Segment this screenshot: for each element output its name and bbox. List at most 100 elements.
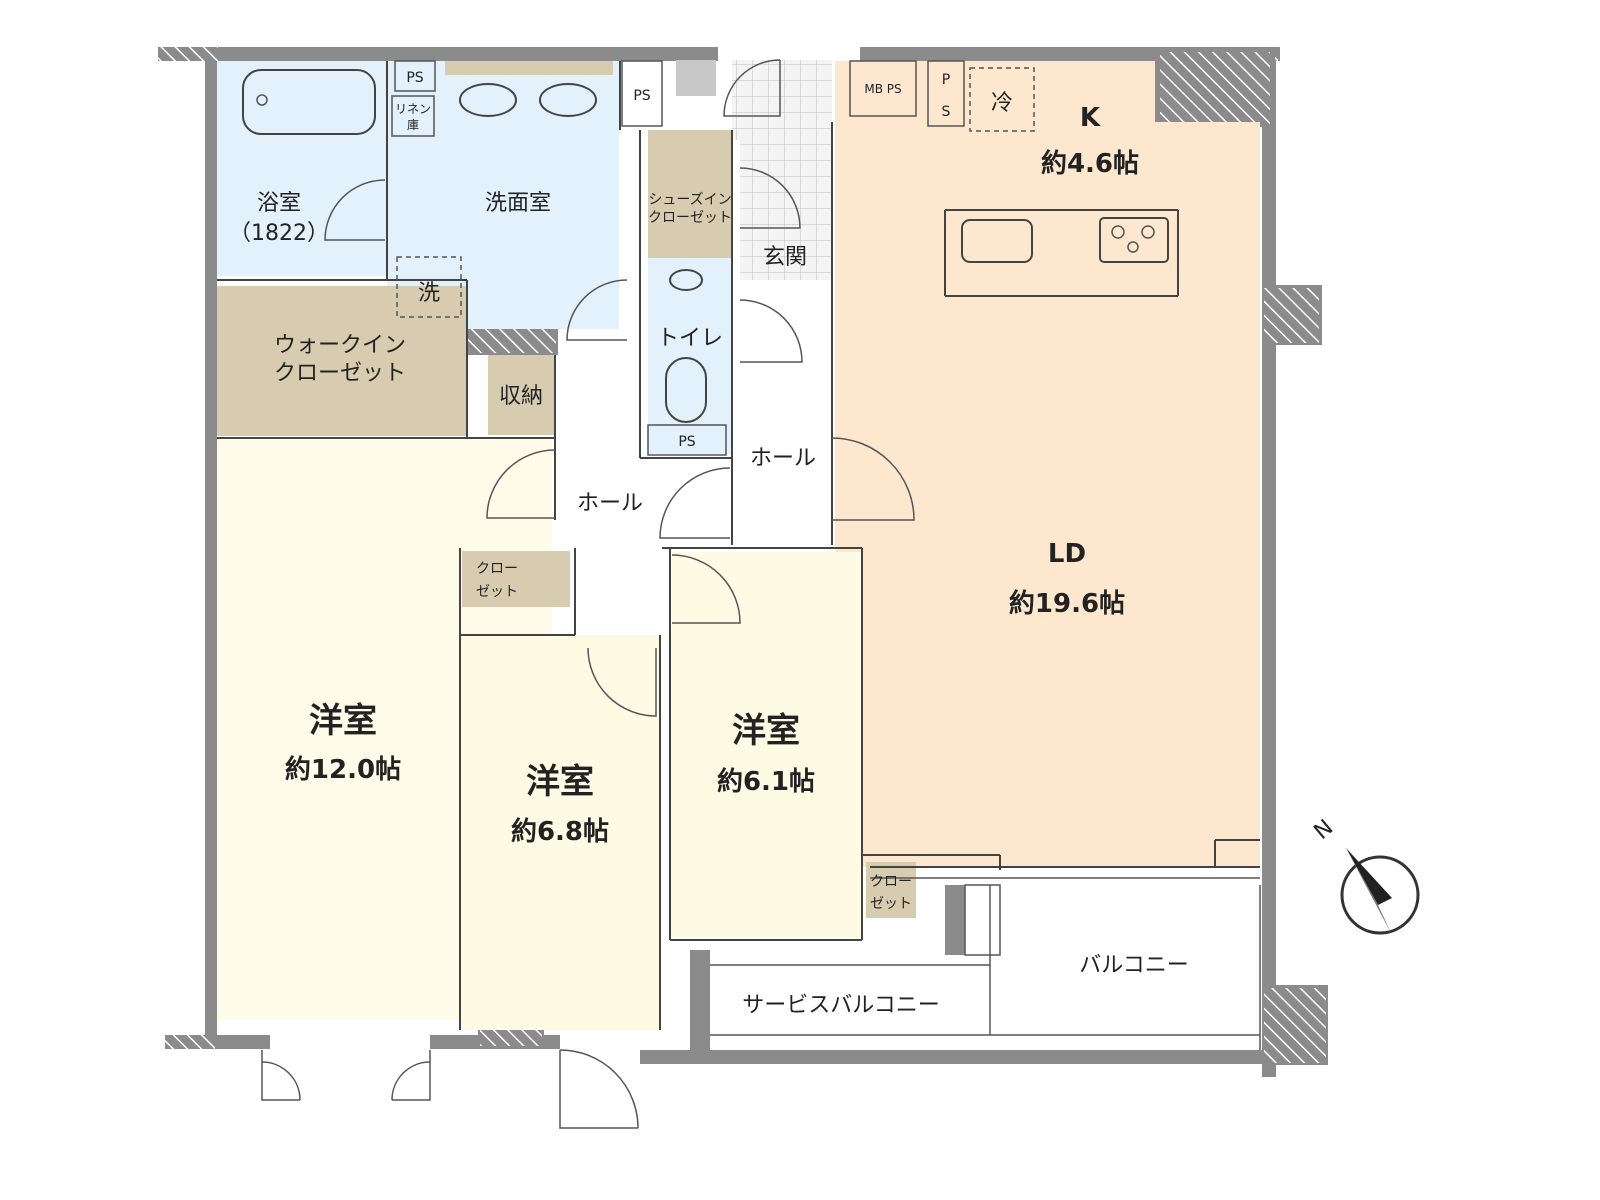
storage-label: 収納 xyxy=(499,384,543,409)
service-balcony-label: サービスバルコニー xyxy=(742,993,940,1018)
fridge-space xyxy=(969,67,1035,132)
ps-bath-label: PS xyxy=(406,70,423,86)
ld-area-label: 約19.6帖 xyxy=(1009,588,1125,619)
western-3-label: 洋室 xyxy=(732,711,800,751)
column-right-lower-hatch xyxy=(1264,988,1326,1063)
balcony-label: バルコニー xyxy=(1079,953,1189,978)
compass-ring xyxy=(1340,855,1420,935)
window-door-2-arc xyxy=(391,1061,431,1101)
washer-space xyxy=(396,256,462,318)
ld-area xyxy=(835,122,1260,867)
kitchen-stove xyxy=(1099,217,1169,263)
wic-label-1: ウォークイン xyxy=(274,333,406,358)
wall-top-left xyxy=(158,47,718,61)
wic-area xyxy=(217,286,467,436)
western-2-label: 洋室 xyxy=(526,762,594,802)
western-2-area xyxy=(460,635,660,1030)
ps-toilet-box xyxy=(647,424,727,456)
wic-label-2: クローゼット xyxy=(274,361,406,386)
linen-box xyxy=(391,95,435,137)
wall-service-balcony-left xyxy=(690,950,710,1050)
hall-left-label: ホール xyxy=(577,491,643,516)
room-fills xyxy=(217,60,1260,1030)
door-western-1 xyxy=(486,449,556,519)
stove-burner-3 xyxy=(1127,241,1139,253)
door-bath xyxy=(324,179,386,241)
hatch-top-left xyxy=(158,47,218,61)
compass-needle-north xyxy=(1346,848,1392,905)
shoe-closet-label-2: クローゼット xyxy=(648,210,732,226)
door-western-2 xyxy=(587,647,657,717)
mb-ps-box xyxy=(849,60,917,117)
western-3-area-label: 約6.1帖 xyxy=(717,766,815,797)
shoe-closet-label-1: シューズイン xyxy=(648,192,731,208)
western-2-area-label: 約6.8帖 xyxy=(511,816,609,847)
stove-burner-2 xyxy=(1141,225,1155,239)
western-3-area xyxy=(670,552,862,937)
door-hall xyxy=(659,467,731,539)
column-right-upper-hatch xyxy=(1264,288,1319,343)
mb-ps-label: MB PS xyxy=(864,82,901,96)
vanity-counter xyxy=(445,61,613,75)
wall-left xyxy=(205,47,217,1047)
doors xyxy=(261,59,915,1129)
toilet-label: トイレ xyxy=(657,326,723,351)
kitchen-area xyxy=(835,61,1155,126)
door-entrance xyxy=(723,59,781,117)
kitchen-label: K xyxy=(1080,103,1101,133)
compass: N xyxy=(1309,815,1420,935)
wall-right xyxy=(1262,47,1276,1077)
ps-kitchen-p-label: P xyxy=(942,72,950,88)
interior-lines xyxy=(217,60,1261,1050)
entrance-label: 玄関 xyxy=(763,245,807,270)
window-door-3 xyxy=(559,1050,638,1129)
wash-basin-right xyxy=(539,83,597,117)
storage-area xyxy=(488,355,554,435)
door-shoe-closet xyxy=(739,167,801,229)
door-western-3 xyxy=(671,554,741,624)
closet-b-label-1: クロー xyxy=(870,874,912,890)
ps-kitchen-s-label: S xyxy=(942,104,951,120)
western-1-label: 洋室 xyxy=(309,701,377,741)
balcony-divider-panel xyxy=(964,884,1001,956)
closet-a-area xyxy=(462,551,570,607)
compass-north-label: N xyxy=(1309,815,1338,845)
wall-balcony-divider xyxy=(945,885,965,955)
ps-wash-label: PS xyxy=(633,88,650,104)
ps-wash-box xyxy=(621,60,663,127)
washroom-area xyxy=(387,61,619,329)
hatch-bottom-left xyxy=(165,1035,215,1049)
toilet-bowl xyxy=(665,357,707,423)
window-door-2 xyxy=(392,1050,431,1101)
linen-label-1: リネン xyxy=(395,102,431,116)
window-door-1-arc xyxy=(261,1061,301,1101)
door-washroom xyxy=(566,279,628,341)
wash-basin-left xyxy=(459,83,517,117)
compass-needle-south xyxy=(1346,848,1392,935)
ps-toilet-label: PS xyxy=(678,434,695,450)
ld-label: LD xyxy=(1048,539,1086,569)
fixtures xyxy=(242,61,1169,423)
shoe-closet-area xyxy=(648,130,732,258)
window-door-1 xyxy=(261,1050,300,1101)
kitchen-area-label: 約4.6帖 xyxy=(1041,148,1139,179)
linen-label-2: 庫 xyxy=(407,118,419,132)
fridge-label: 冷 xyxy=(991,91,1013,116)
closet-b-label-2: ゼット xyxy=(870,896,912,912)
column-top-right-hatch xyxy=(1160,52,1270,124)
hall-right-label: ホール xyxy=(750,446,816,471)
washroom-label: 洗面室 xyxy=(485,191,551,216)
entrance-tile xyxy=(740,140,832,280)
toilet-hand-basin xyxy=(669,269,703,291)
ps-bath-box xyxy=(394,60,436,92)
bath-label: 浴室 xyxy=(257,191,301,216)
bathtub xyxy=(242,69,376,135)
closet-a-label-2: ゼット xyxy=(476,584,518,600)
washer-label: 洗 xyxy=(418,281,440,306)
pipe-shaft-block xyxy=(676,60,716,96)
wall-bottom-right xyxy=(640,1050,1262,1064)
bath-size-label: （1822） xyxy=(229,221,329,246)
ps-kitchen-box xyxy=(927,60,965,127)
closet-b-area xyxy=(866,862,916,918)
